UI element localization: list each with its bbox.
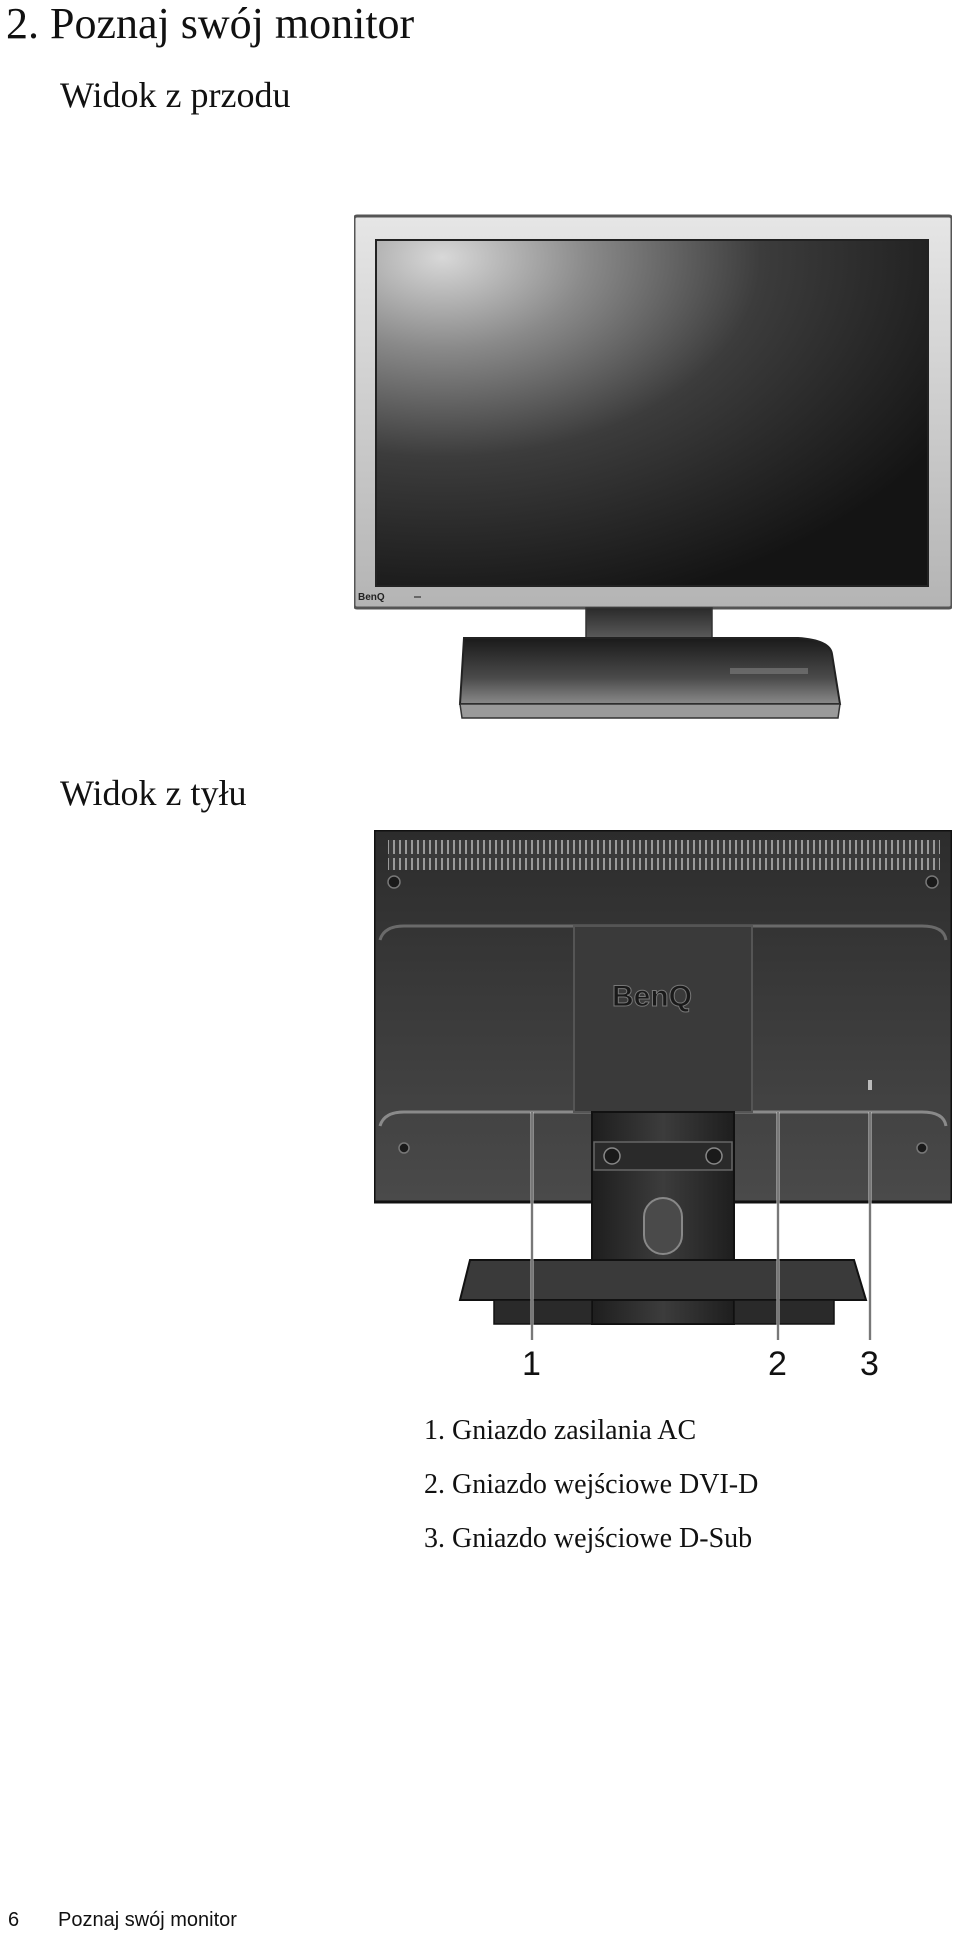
rear-center-cover [573,925,753,1113]
monitor-neck [585,607,713,639]
rear-stand-base [458,1259,868,1301]
legend-item-dvi-d: 2. Gniazdo wejściowe DVI-D [424,1469,759,1500]
ventilation-grille [388,840,940,870]
connector-legend: 1. Gniazdo zasilania AC 2. Gniazdo wejśc… [424,1404,758,1566]
front-view-heading: Widok z przodu [60,75,291,115]
monitor-front-illustration: BenQ [354,214,952,728]
page-footer: 6 Poznaj swój monitor [8,1908,237,1932]
callout-1: 1 [522,1345,541,1383]
callout-3: 3 [860,1345,879,1383]
page-title: 2. Poznaj swój monitor [6,0,415,48]
footer-section-title: Poznaj swój monitor [58,1909,237,1931]
rear-view-heading: Widok z tyłu [60,773,247,813]
callout-2: 2 [768,1345,787,1383]
legend-item-ac-power: 1. Gniazdo zasilania AC [424,1415,697,1446]
monitor-rear-illustration: BenQ 1 2 3 [374,830,952,1390]
monitor-base [458,637,842,705]
monitor-screen [375,239,929,587]
page-number: 6 [8,1909,20,1931]
cable-clip [643,1197,683,1255]
legend-item-d-sub: 3. Gniazdo wejściowe D-Sub [424,1523,753,1554]
benq-logo-rear: BenQ [612,980,692,1013]
benq-logo: BenQ [358,592,385,603]
